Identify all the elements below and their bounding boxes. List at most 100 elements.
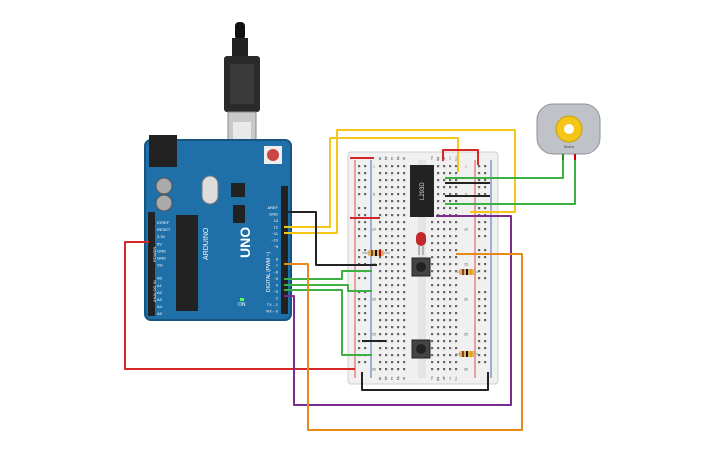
rail-hole [364,298,367,301]
rail-hole [358,305,361,308]
breadboard-hole [385,319,388,322]
breadboard-hole [379,368,382,371]
breadboard-hole [455,221,458,224]
breadboard-hole [385,305,388,308]
breadboard-hole [455,228,458,231]
breadboard-hole [455,354,458,357]
breadboard-hole [397,179,400,182]
rail-hole [478,172,481,175]
breadboard-hole [403,291,406,294]
breadboard-hole [379,179,382,182]
rail-hole [364,193,367,196]
breadboard-hole [397,200,400,203]
breadboard-hole [443,340,446,343]
breadboard-hole [391,249,394,252]
breadboard-hole [385,221,388,224]
breadboard-hole [431,270,434,273]
arduino-analog-label: ANALOG IN [152,280,157,302]
breadboard-hole [391,340,394,343]
breadboard-hole [455,172,458,175]
breadboard-row-number: 20 [464,298,468,302]
breadboard-hole [437,340,440,343]
breadboard-hole [455,284,458,287]
breadboard-hole [379,172,382,175]
arduino-left-pin-label: GND [157,248,166,253]
breadboard-hole [449,249,452,252]
rail-hole [478,305,481,308]
rail-hole [484,207,487,210]
breadboard-column-letter: d [397,376,400,382]
breadboard-hole [455,249,458,252]
breadboard-hole [391,193,394,196]
breadboard-hole [455,207,458,210]
breadboard-hole [385,291,388,294]
breadboard-hole [397,326,400,329]
breadboard-hole [385,214,388,217]
rail-hole [484,228,487,231]
breadboard-hole [379,200,382,203]
rail-hole [484,298,487,301]
rail-hole [364,347,367,350]
breadboard-hole [455,361,458,364]
breadboard-hole [449,305,452,308]
breadboard-hole [385,228,388,231]
breadboard-row-number: 30 [464,368,468,372]
breadboard-hole [437,186,440,189]
breadboard-hole [385,186,388,189]
red-led [416,232,426,255]
wire-black-gnd [284,211,377,266]
rail-hole [478,249,481,252]
rail-hole [364,291,367,294]
arduino-on-label: ON [238,302,246,308]
breadboard-hole [385,284,388,287]
breadboard-row-number: 25 [464,333,468,337]
rail-hole [484,305,487,308]
rail-hole [484,270,487,273]
breadboard-hole [403,193,406,196]
breadboard-hole [385,312,388,315]
driver-chip [410,165,434,217]
arduino-right-pin-label: 2 [276,296,279,301]
breadboard-hole [443,361,446,364]
breadboard-column-letter: h [443,376,446,382]
breadboard-hole [385,277,388,280]
breadboard-hole [431,347,434,350]
breadboard-hole [403,284,406,287]
breadboard-column-letter: f [431,376,433,382]
breadboard-row-number: 30 [372,368,376,372]
breadboard-hole [443,165,446,168]
rail-hole [484,249,487,252]
breadboard-hole [379,326,382,329]
breadboard-hole [449,319,452,322]
breadboard-hole [437,207,440,210]
rail-hole [484,354,487,357]
resistor-left [362,250,390,256]
rail-hole [364,214,367,217]
rail-hole [364,305,367,308]
arduino-left-pin-label: A4 [157,304,163,309]
breadboard-hole [403,242,406,245]
breadboard-hole [403,319,406,322]
breadboard-hole [391,347,394,350]
breadboard-column-letter: i [449,156,450,162]
breadboard-hole [379,221,382,224]
wire-green-1 [284,270,372,280]
breadboard-hole [391,277,394,280]
push-button-top [411,257,431,277]
breadboard-hole [455,333,458,336]
breadboard-hole [455,312,458,315]
breadboard-hole [379,277,382,280]
rail-hole [484,165,487,168]
breadboard-hole [379,361,382,364]
breadboard-hole [385,256,388,259]
breadboard-hole [391,235,394,238]
arduino-right-pin-label: 4 [276,283,279,288]
breadboard-hole [385,361,388,364]
breadboard-column-letter: h [443,156,446,162]
rail-hole [484,312,487,315]
rail-hole [478,319,481,322]
breadboard-hole [443,312,446,315]
rail-hole [484,193,487,196]
breadboard-hole [385,165,388,168]
breadboard-hole [397,242,400,245]
